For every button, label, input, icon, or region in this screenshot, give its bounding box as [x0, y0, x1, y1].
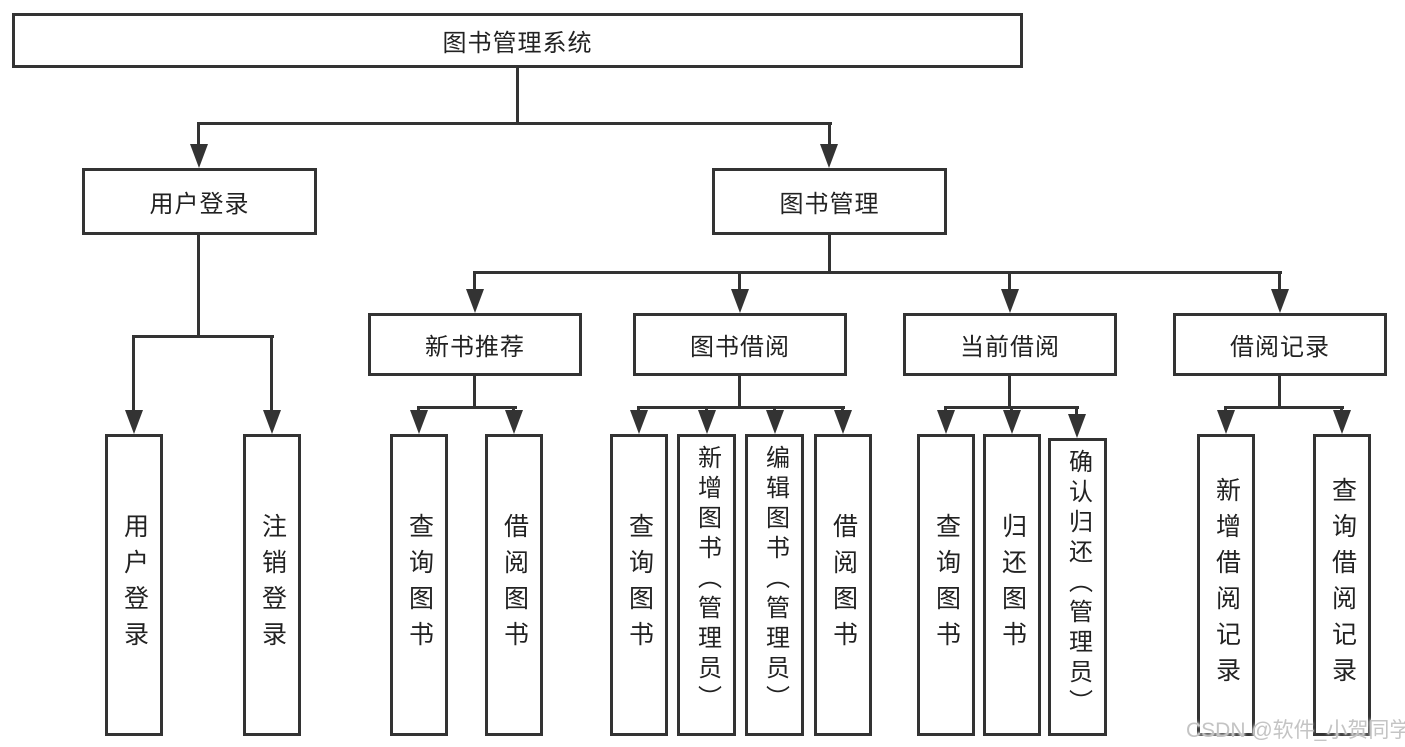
leaf-add-borrow-record: 新增借阅记录: [1197, 434, 1255, 736]
node-user-login-label: 用户登录: [149, 191, 250, 218]
connector-records-group-bar: [1224, 406, 1344, 409]
arrowhead-current: [1001, 289, 1019, 313]
connector-root-stem: [516, 68, 519, 122]
node-borrowing-records: 借阅记录: [1173, 313, 1387, 376]
arrowhead-leaf-login: [125, 410, 143, 434]
arrowhead-borrowing: [731, 289, 749, 313]
leaf-query-books-3: 查询图书: [917, 434, 975, 736]
node-new-book-recommend: 新书推荐: [368, 313, 582, 376]
connector-book-mgmt-stem: [828, 235, 831, 271]
arrowhead-leaf-confirm: [1068, 414, 1086, 438]
leaf-query-books-3-label: 查询图书: [932, 513, 961, 657]
node-current-borrowing: 当前借阅: [903, 313, 1117, 376]
leaf-add-borrow-record-label: 新增借阅记录: [1212, 477, 1241, 693]
arrowhead-leaf-query2: [630, 410, 648, 434]
arrowhead-leaf-query1: [410, 410, 428, 434]
arrowhead-book-mgmt: [820, 144, 838, 168]
arrowhead-leaf-query3: [937, 410, 955, 434]
leaf-logout: 注销登录: [243, 434, 301, 736]
arrowhead-leaf-borrow2: [834, 410, 852, 434]
arrowhead-records: [1271, 289, 1289, 313]
leaf-borrow-books-1: 借阅图书: [485, 434, 543, 736]
arrowhead-leaf-logout: [263, 410, 281, 434]
node-user-login: 用户登录: [82, 168, 317, 235]
connector-login-group-stem: [197, 235, 200, 335]
node-book-management: 图书管理: [712, 168, 947, 235]
node-library-system-label: 图书管理系统: [442, 30, 593, 57]
arrowhead-leaf-queryrecord: [1333, 410, 1351, 434]
arrowhead-leaf-borrow1: [505, 410, 523, 434]
arrowhead-leaf-return: [1003, 410, 1021, 434]
connector-newbook-group-bar: [417, 406, 517, 409]
arrowhead-user-login: [190, 144, 208, 168]
connector-user-login-shaft: [197, 122, 200, 150]
leaf-confirm-return-admin-label: 确认归还（管理员）: [1064, 449, 1092, 719]
arrowhead-leaf-addbook: [698, 410, 716, 434]
arrowhead-leaf-addrecord: [1217, 410, 1235, 434]
leaf-query-books-1: 查询图书: [390, 434, 448, 736]
connector-login-group-bar: [132, 335, 274, 338]
connector-borrowing-group-bar: [637, 406, 845, 409]
leaf-query-borrow-record-label: 查询借阅记录: [1328, 477, 1357, 693]
connector-leaf-logout-shaft: [270, 335, 273, 414]
leaf-return-books-label: 归还图书: [998, 513, 1027, 657]
node-borrowing-records-label: 借阅记录: [1230, 334, 1330, 361]
connector-new-book-shaft: [473, 271, 476, 293]
leaf-add-book-admin: 新增图书（管理员）: [677, 434, 736, 736]
node-current-borrowing-label: 当前借阅: [960, 334, 1060, 361]
leaf-edit-book-admin: 编辑图书（管理员）: [745, 434, 804, 736]
connector-records-group-stem: [1278, 376, 1281, 406]
node-book-management-label: 图书管理: [779, 191, 880, 218]
connector-newbook-group-stem: [473, 376, 476, 406]
connector-leaf-confirm-shaft: [1075, 406, 1078, 420]
leaf-borrow-books-2: 借阅图书: [814, 434, 872, 736]
connector-root-bar: [197, 122, 832, 125]
connector-leaf-login-shaft: [132, 335, 135, 414]
connector-borrowing-shaft: [738, 271, 741, 293]
connector-current-group-stem: [1008, 376, 1011, 406]
csdn-watermark: CSDN @软件_小贺同学: [1186, 719, 1405, 742]
leaf-logout-label: 注销登录: [258, 513, 287, 657]
connector-book-mgmt-shaft: [828, 122, 831, 150]
leaf-borrow-books-1-label: 借阅图书: [500, 513, 529, 657]
node-new-book-recommend-label: 新书推荐: [425, 334, 525, 361]
leaf-query-books-2-label: 查询图书: [625, 513, 654, 657]
arrowhead-new-book: [466, 289, 484, 313]
leaf-add-book-admin-label: 新增图书（管理员）: [693, 445, 721, 715]
node-book-borrowing: 图书借阅: [633, 313, 847, 376]
connector-current-shaft: [1008, 271, 1011, 293]
node-book-borrowing-label: 图书借阅: [690, 334, 790, 361]
leaf-user-login-label: 用户登录: [120, 513, 149, 657]
leaf-return-books: 归还图书: [983, 434, 1041, 736]
leaf-query-books-1-label: 查询图书: [405, 513, 434, 657]
connector-book-mgmt-bar: [474, 271, 1282, 274]
leaf-edit-book-admin-label: 编辑图书（管理员）: [761, 445, 789, 715]
leaf-query-borrow-record: 查询借阅记录: [1313, 434, 1371, 736]
node-library-system: 图书管理系统: [12, 13, 1023, 68]
leaf-confirm-return-admin: 确认归还（管理员）: [1048, 438, 1107, 736]
leaf-borrow-books-2-label: 借阅图书: [829, 513, 858, 657]
leaf-query-books-2: 查询图书: [610, 434, 668, 736]
leaf-user-login: 用户登录: [105, 434, 163, 736]
arrowhead-leaf-editbook: [766, 410, 784, 434]
connector-records-shaft: [1278, 271, 1281, 293]
connector-borrowing-group-stem: [738, 376, 741, 406]
